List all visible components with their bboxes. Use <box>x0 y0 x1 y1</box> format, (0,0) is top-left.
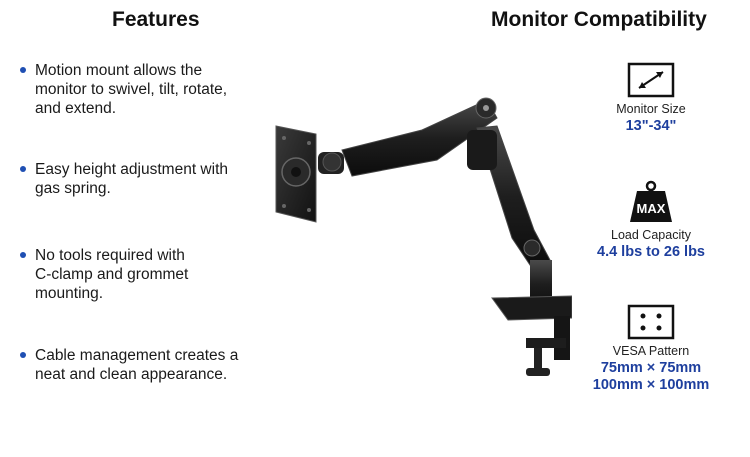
spec-label: Monitor Size <box>616 102 686 116</box>
spec-value: 100mm × 100mm <box>592 377 710 393</box>
feature-item: Cable management creates a neat and clea… <box>20 346 270 384</box>
feature-item: Easy height adjustment with gas spring. <box>20 160 270 198</box>
bullet-icon <box>20 352 26 358</box>
feature-text: Motion mount allows the monitor to swive… <box>35 62 228 117</box>
spec-vesa-pattern: VESA Pattern 75mm × 75mm 100mm × 100mm <box>576 304 726 394</box>
features-title: Features <box>112 8 200 31</box>
spec-monitor-size: Monitor Size 13"-34" <box>576 62 726 135</box>
compatibility-title: Monitor Compatibility <box>491 8 707 31</box>
spec-label: VESA Pattern <box>612 344 690 358</box>
feature-text: No tools required with C-clamp and gromm… <box>35 247 189 302</box>
weight-max-icon: MAX <box>630 180 672 222</box>
monitor-arm-image <box>275 97 572 376</box>
max-text: MAX <box>637 201 666 216</box>
feature-item: Motion mount allows the monitor to swive… <box>20 61 270 118</box>
vesa-holes-icon <box>627 304 675 340</box>
diagonal-arrow-icon <box>627 62 675 98</box>
bullet-icon <box>20 166 26 172</box>
spec-load-capacity: MAX Load Capacity 4.4 lbs to 26 lbs <box>576 180 726 261</box>
spec-label: Load Capacity <box>611 228 691 242</box>
feature-text: Easy height adjustment with gas spring. <box>35 161 228 197</box>
feature-item: No tools required with C-clamp and gromm… <box>20 246 270 303</box>
vesa-plate <box>275 125 317 223</box>
spec-value: 13"-34" <box>625 118 677 134</box>
spec-value: 4.4 lbs to 26 lbs <box>597 244 705 260</box>
bullet-icon <box>20 252 26 258</box>
spec-value: 75mm × 75mm <box>600 360 702 376</box>
feature-text: Cable management creates a neat and clea… <box>35 347 239 383</box>
bullet-icon <box>20 67 26 73</box>
